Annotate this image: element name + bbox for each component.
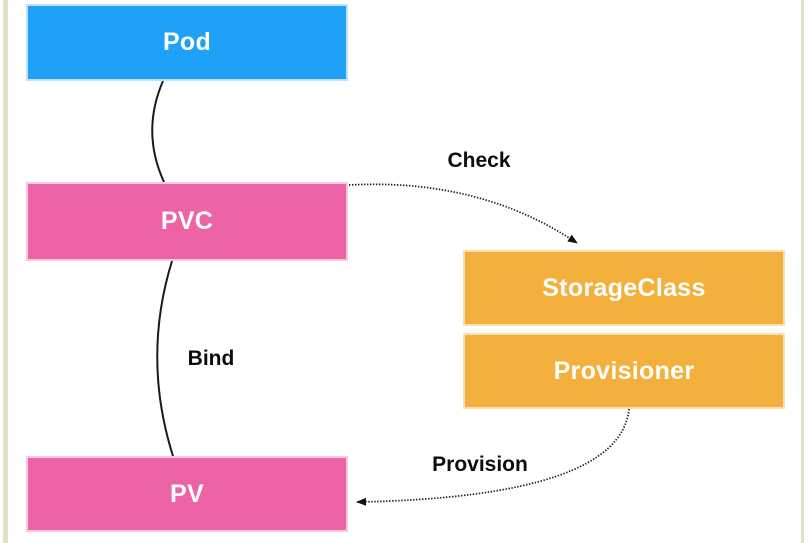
- node-storageclass: StorageClass: [463, 250, 785, 326]
- node-pod: Pod: [26, 4, 348, 81]
- node-label: StorageClass: [542, 273, 706, 302]
- edge-label-check: Check: [447, 149, 511, 172]
- node-label: PV: [170, 479, 204, 508]
- page-border-left: [3, 0, 8, 543]
- node-pvc: PVC: [26, 182, 348, 261]
- node-label: Pod: [162, 28, 212, 56]
- node-label: Provisioner: [553, 356, 695, 385]
- node-pv: PV: [26, 456, 348, 532]
- page-border-right: [801, 0, 804, 543]
- pod-pvc-connector: [151, 80, 165, 183]
- node-label: PVC: [160, 207, 214, 235]
- check-arrow: [348, 183, 578, 244]
- edge-label-bind: Bind: [187, 347, 235, 370]
- edge-label-provision: Provision: [432, 453, 528, 476]
- node-provisioner: Provisioner: [463, 333, 785, 409]
